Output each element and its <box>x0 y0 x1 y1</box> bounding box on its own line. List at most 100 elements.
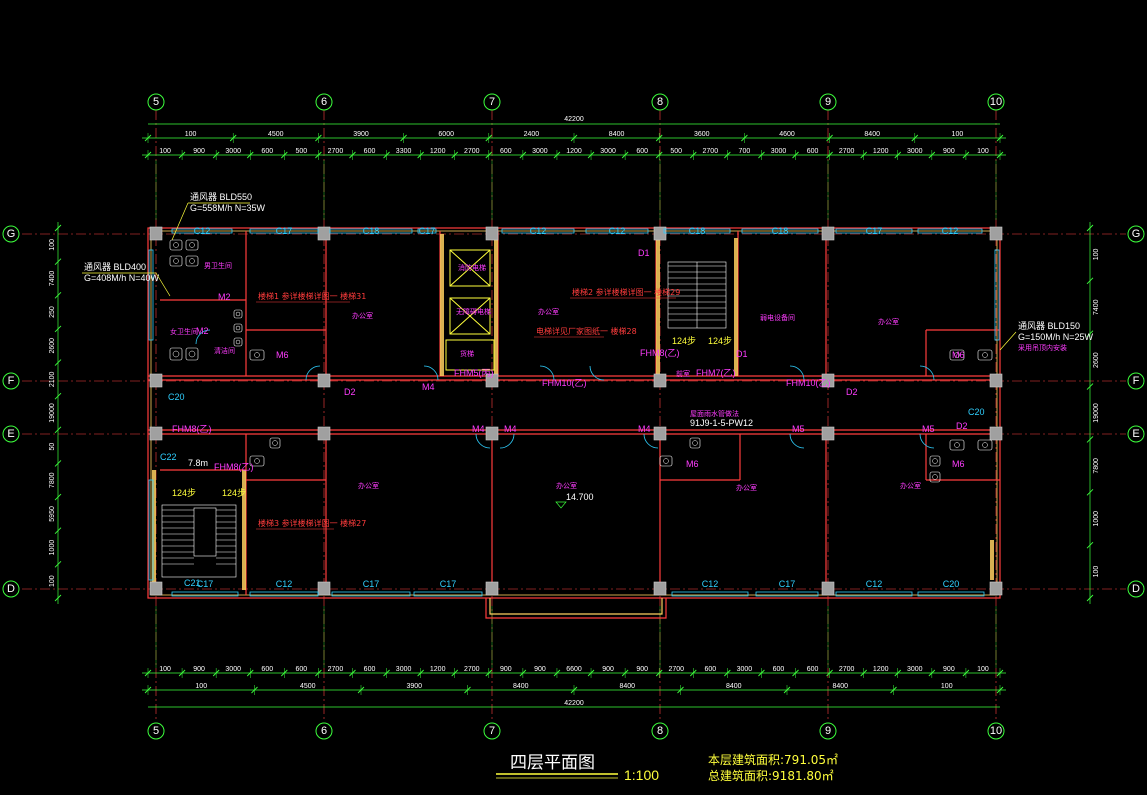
dim-top-row2-text-3: 600 <box>261 148 273 155</box>
window-label-top-6: C18 <box>689 226 706 236</box>
door-label-m4-d: M4 <box>638 424 651 434</box>
axis-label-row-D-left: D <box>7 583 15 595</box>
dim-top-row2-text-20: 2700 <box>839 148 855 155</box>
axis-bubble-row-D-right <box>1127 580 1145 598</box>
fixture-bowl-3 <box>189 258 195 264</box>
dim-left-text-4: 2100 <box>49 371 56 387</box>
dim-left-tick-3 <box>54 325 62 333</box>
door-swing-m5 <box>789 433 805 449</box>
dim-bottom-row1-text-6: 600 <box>364 666 376 673</box>
door-label-fhm5: FHM5(丙) <box>454 368 494 378</box>
stair2-wall-fill-w <box>656 238 660 376</box>
fixture-bowl-13 <box>692 440 698 446</box>
window-top-5 <box>585 228 649 234</box>
dim-top-row2-text-23: 900 <box>943 148 955 155</box>
door-swing-m2 <box>195 329 211 345</box>
dim-top-row2-text-9: 2700 <box>464 148 480 155</box>
dim-top-row2-text-1: 900 <box>193 148 205 155</box>
vent-right-note: 采用吊顶内安装 <box>1018 343 1067 352</box>
fixture-4 <box>169 347 183 361</box>
elevator-shafts <box>445 249 495 371</box>
window-top-1 <box>249 228 319 234</box>
room-label-office-5: 办公室 <box>556 481 577 490</box>
structural-columns <box>149 226 1003 596</box>
vent-left-top-spec: G=558M/h N=35W <box>190 203 266 213</box>
axis-label-row-G-right: G <box>1132 228 1141 240</box>
dim-top-row2-text-24: 100 <box>977 148 989 155</box>
fixture-14 <box>949 349 965 361</box>
dim-top-row2-text-2: 3000 <box>225 148 241 155</box>
axis-bubble-row-F-right <box>1127 372 1145 390</box>
door-label-m2-b: M2 <box>196 326 209 336</box>
column-1 <box>149 581 163 596</box>
dim-top-row1-text-7: 4600 <box>779 131 795 138</box>
elevator-car-2 <box>449 297 491 335</box>
axis-bubble-col-5-bottom <box>147 722 165 740</box>
column-4 <box>485 226 499 241</box>
window-label-top-0: C12 <box>194 226 211 236</box>
window-bottom-2 <box>331 591 411 597</box>
column-5 <box>485 581 499 596</box>
column-9 <box>821 581 835 596</box>
axis-label-col-6-bottom: 6 <box>321 725 327 737</box>
dim-right-text-0: 100 <box>1093 248 1100 260</box>
window-label-bottom-5: C17 <box>779 579 796 589</box>
fixture-12 <box>659 455 673 467</box>
window-label-c21: C21 <box>184 578 201 588</box>
column-3 <box>317 581 331 596</box>
fixture-11 <box>249 455 265 467</box>
window-bottom-6 <box>835 591 913 597</box>
fixture-3 <box>185 255 199 267</box>
note-stair-b: 楼梯2 参详楼梯详图一 楼梯29 <box>572 287 680 297</box>
elevator-car-2-x2 <box>449 297 491 335</box>
window-label-bottom-7: C20 <box>943 579 960 589</box>
door-label-m4-b: M4 <box>472 424 485 434</box>
fixture-15 <box>977 349 993 361</box>
axis-bubble-row-F-left <box>2 372 20 390</box>
window-label-c20-right: C20 <box>968 407 985 417</box>
window-label-bottom-0: C17 <box>197 579 214 589</box>
stair-3-outline <box>161 504 237 578</box>
drawing-title: 四层平面图 <box>510 753 595 773</box>
dim-bottom-row2-text-1: 4500 <box>300 683 316 690</box>
axis-label-col-9-bottom: 9 <box>825 725 831 737</box>
window-label-bottom-6: C12 <box>866 579 883 589</box>
stair-3-well <box>193 507 217 557</box>
fixture-bowl-16 <box>954 442 960 448</box>
window-top-3 <box>417 228 437 234</box>
window-top-0 <box>171 228 233 234</box>
column-11 <box>989 581 1003 596</box>
door-label-fhm8-c: FHM8(乙) <box>214 462 254 472</box>
dimension-lines <box>54 123 1094 708</box>
window-label-bottom-2: C17 <box>363 579 380 589</box>
dim-top-row2-text-0: 100 <box>159 148 171 155</box>
stair-step-label-2: 124步 <box>708 336 732 346</box>
dim-bottom-row2-text-7: 100 <box>941 683 953 690</box>
elevator-wall-fill-e <box>494 234 498 376</box>
fixture-bowl-17 <box>982 442 988 448</box>
column-17 <box>485 426 499 441</box>
axis-bubble-col-9-top <box>819 93 837 111</box>
dim-left-tick-6 <box>54 426 62 434</box>
door-label-m6-b: M6 <box>952 350 965 360</box>
window-top-9 <box>917 228 983 234</box>
stair-3-treads <box>162 509 236 565</box>
axis-bubble-row-E-left <box>2 425 20 443</box>
note-stair-a: 楼梯1 参详楼梯详图一 楼梯31 <box>258 291 366 301</box>
room-label-freight: 货梯 <box>460 349 474 358</box>
room-label-office-2: 办公室 <box>538 307 559 316</box>
dim-bottom-row1-text-5: 2700 <box>328 666 344 673</box>
fixture-bowl-1 <box>173 258 179 264</box>
door-swing-fhm10-a <box>539 365 555 381</box>
fixture-bowl-19 <box>932 474 938 480</box>
fixture-bowl-7 <box>235 325 241 331</box>
dim-top-row2-text-17: 700 <box>739 148 751 155</box>
window-top-7 <box>741 228 819 234</box>
title-block: 四层平面图 1:100 本层建筑面积:791.05㎡ 总建筑面积:9181.80… <box>496 752 838 783</box>
dim-left-text-1: 7400 <box>49 271 56 287</box>
door-swing-fhm10-b <box>589 365 605 381</box>
axis-label-col-6-top: 6 <box>321 96 327 108</box>
fixture-2 <box>185 239 199 251</box>
